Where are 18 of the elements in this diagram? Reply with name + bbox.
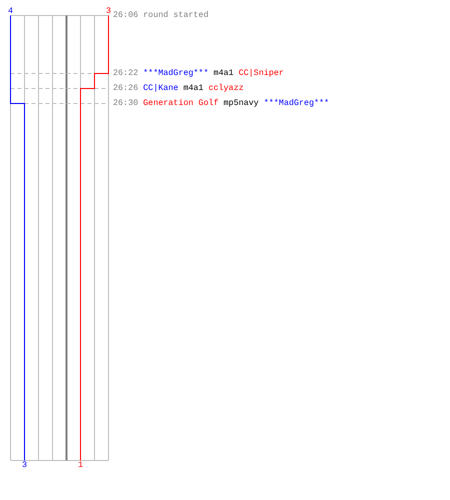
player-name: cclyazz [208,84,244,93]
weapon-name: m4a1 [213,69,234,78]
weapon-name: mp5navy [224,99,259,108]
player-name: ***MadGreg*** [143,69,208,78]
timestamp: 26:06 [113,11,138,20]
weapon-name: m4a1 [183,84,204,93]
event-text: round started [143,11,208,20]
player-name: ***MadGreg*** [264,99,330,108]
player-name: CC|Sniper [238,69,284,78]
timestamp: 26:22 [113,69,138,78]
count-label: 3 [106,6,112,16]
count-label: 4 [8,6,14,16]
player-name: Generation Golf [143,99,219,108]
count-label: 3 [22,460,28,470]
timestamp: 26:30 [113,99,138,108]
count-label: 1 [78,460,84,470]
player-name: CC|Kane [143,84,178,93]
timestamp: 26:26 [113,84,138,93]
